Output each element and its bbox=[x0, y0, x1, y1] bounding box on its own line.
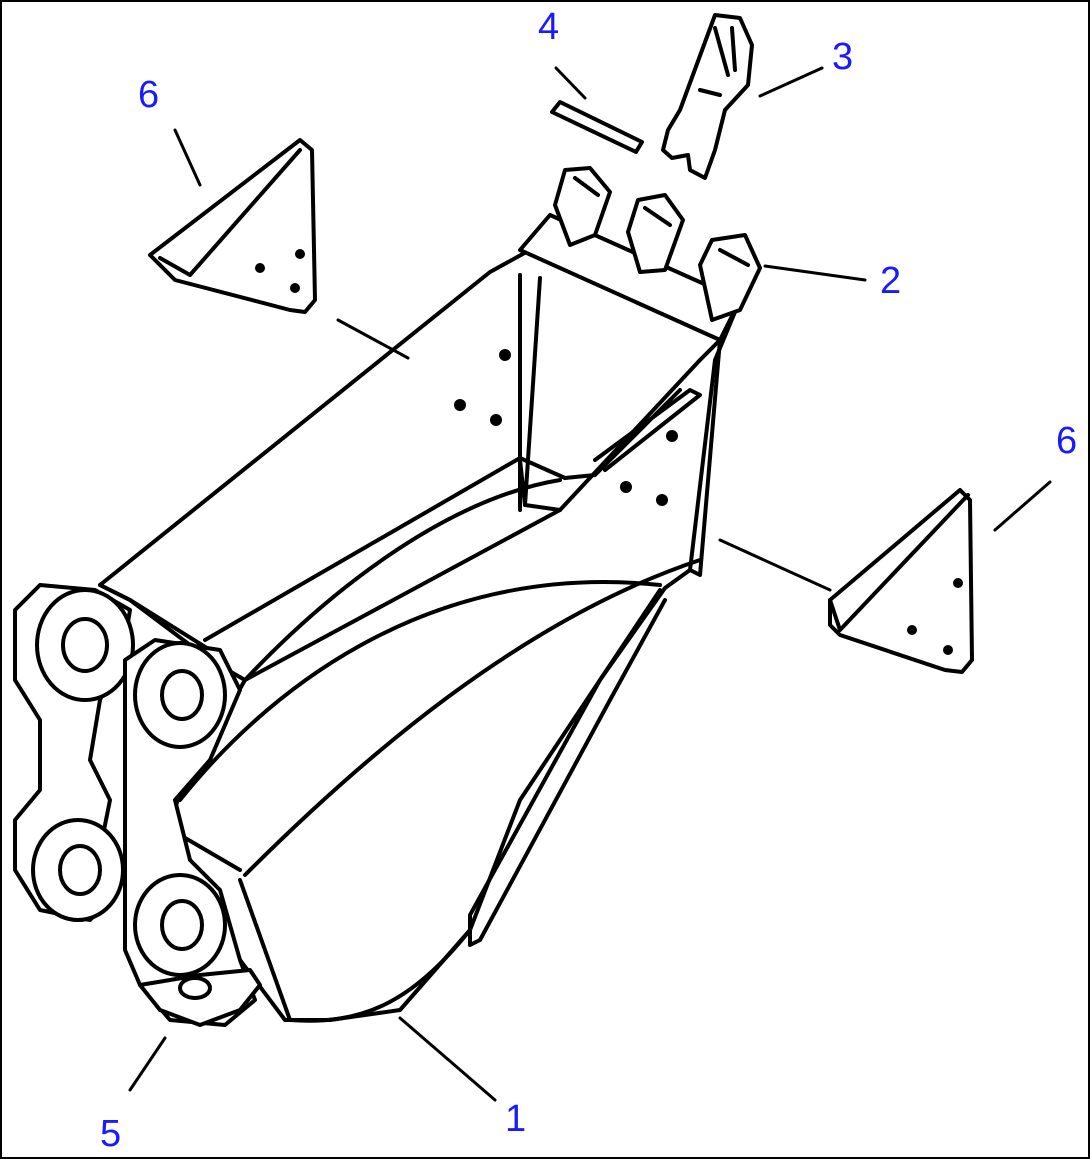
side-cutter-right bbox=[828, 488, 974, 674]
bucket-side-holes bbox=[454, 349, 678, 506]
callout-1: 1 bbox=[505, 1098, 527, 1140]
tooth bbox=[661, 13, 754, 180]
callout-4: 4 bbox=[538, 6, 560, 48]
callout-6-right: 6 bbox=[1056, 420, 1078, 462]
tooth-pin bbox=[550, 100, 644, 154]
leader-lines bbox=[128, 66, 1052, 1102]
bucket-body bbox=[98, 248, 742, 1023]
tooth-adapters bbox=[518, 166, 762, 342]
callout-6-left: 6 bbox=[138, 74, 160, 116]
callout-5: 5 bbox=[100, 1113, 122, 1155]
bucket-boss bbox=[13, 583, 262, 1027]
callout-3: 3 bbox=[832, 36, 854, 78]
callout-2: 2 bbox=[880, 260, 902, 302]
side-cutter-left bbox=[148, 138, 317, 314]
